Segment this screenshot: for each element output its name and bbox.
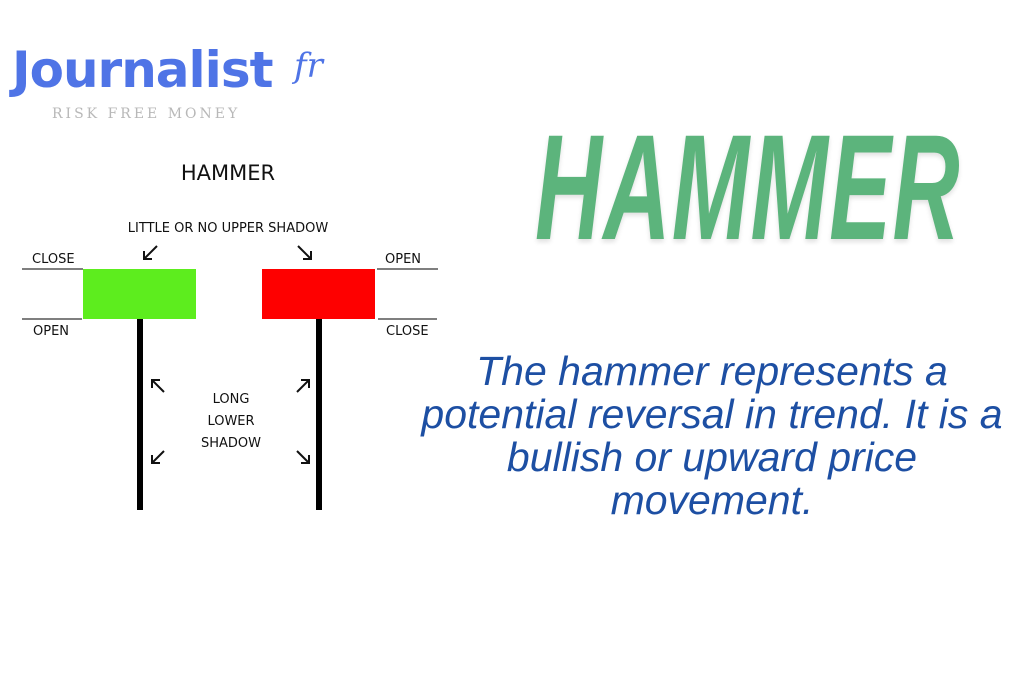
logo-wordmark: Journalist [12,41,273,99]
diagram-title: HAMMER [181,161,275,185]
logo-tagline: RISK FREE MONEY [52,106,241,122]
bullish-candle-wick [137,319,143,510]
bearish-top-label: OPEN [385,252,421,267]
lower-shadow-label-line: LONG [213,392,250,407]
arrow-icon [151,379,165,393]
arrow-icon [151,450,165,464]
bearish-candle-wick [316,319,322,510]
headline: HAMMER [535,103,961,271]
logo-signature: fr [294,46,323,86]
bullish-top-label: CLOSE [32,252,75,267]
description: The hammer represents a potential revers… [421,348,1003,523]
arrow-icon [296,379,310,393]
bearish-candle-body [262,269,375,319]
hammer-diagram: HAMMER LITTLE OR NO UPPER SHADOW CLOSE O… [22,161,438,510]
lower-shadow-label-line: LOWER [207,414,254,429]
arrow-icon [297,245,312,260]
arrow-icon [296,450,310,464]
arrow-icon [143,245,158,260]
logo: Journalist fr RISK FREE MONEY [12,40,372,130]
bullish-bottom-label: OPEN [33,324,69,339]
upper-shadow-label: LITTLE OR NO UPPER SHADOW [128,221,329,236]
bearish-bottom-label: CLOSE [386,324,429,339]
bullish-candle-body [83,269,196,319]
lower-shadow-label-line: SHADOW [201,436,261,451]
